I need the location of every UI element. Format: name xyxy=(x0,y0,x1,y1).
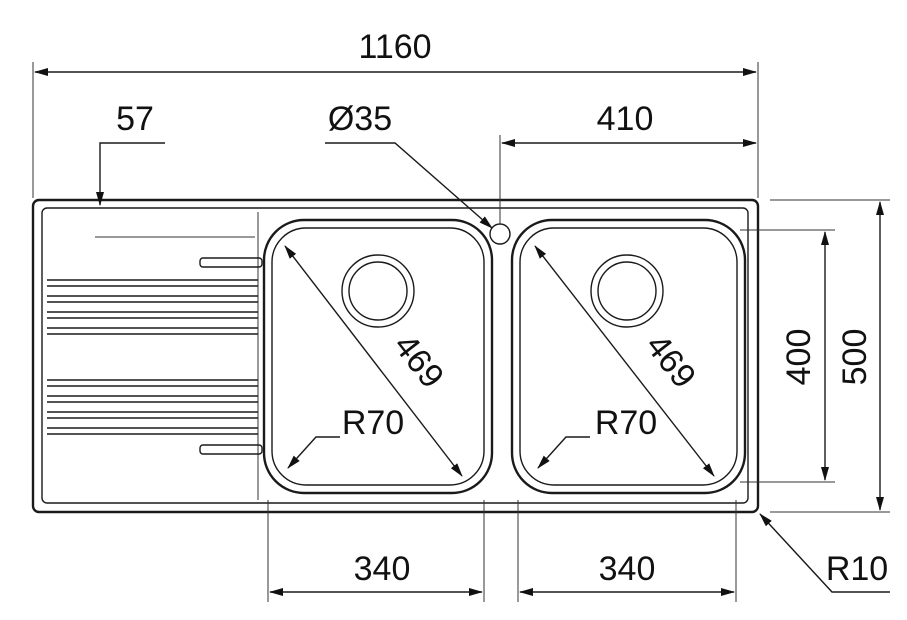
dimension-overall-width: 1160 xyxy=(32,28,759,198)
dimension-tap-hole: Ø35 xyxy=(325,100,493,229)
svg-text:340: 340 xyxy=(599,550,656,588)
svg-text:500: 500 xyxy=(836,329,874,386)
dimension-right-radius: R70 xyxy=(537,404,657,469)
svg-text:R70: R70 xyxy=(342,404,404,442)
dimension-bowl-depth: 400 xyxy=(740,229,835,483)
svg-text:410: 410 xyxy=(597,100,654,138)
dimension-left-bowl-width: 340 xyxy=(267,500,485,602)
svg-text:469: 469 xyxy=(638,327,703,395)
svg-text:57: 57 xyxy=(116,100,154,138)
dimension-right-bowl-width: 340 xyxy=(517,500,737,602)
dimension-left-radius: R70 xyxy=(287,404,404,469)
svg-text:R70: R70 xyxy=(595,404,657,442)
left-bowl xyxy=(262,218,494,495)
drainboard xyxy=(47,236,263,455)
dimension-bowl-offset: 410 xyxy=(499,100,757,224)
svg-text:469: 469 xyxy=(386,327,451,395)
svg-text:R10: R10 xyxy=(826,550,888,588)
sink-outline xyxy=(31,198,760,514)
svg-text:340: 340 xyxy=(354,550,411,588)
dimension-corner-radius: R10 xyxy=(759,513,890,593)
svg-text:1160: 1160 xyxy=(358,28,431,66)
dimension-overall-depth: 500 xyxy=(770,199,890,513)
svg-text:Ø35: Ø35 xyxy=(328,100,392,138)
dimension-drainer-offset: 57 xyxy=(96,100,165,206)
tap-hole xyxy=(489,223,511,245)
svg-text:400: 400 xyxy=(780,329,818,386)
